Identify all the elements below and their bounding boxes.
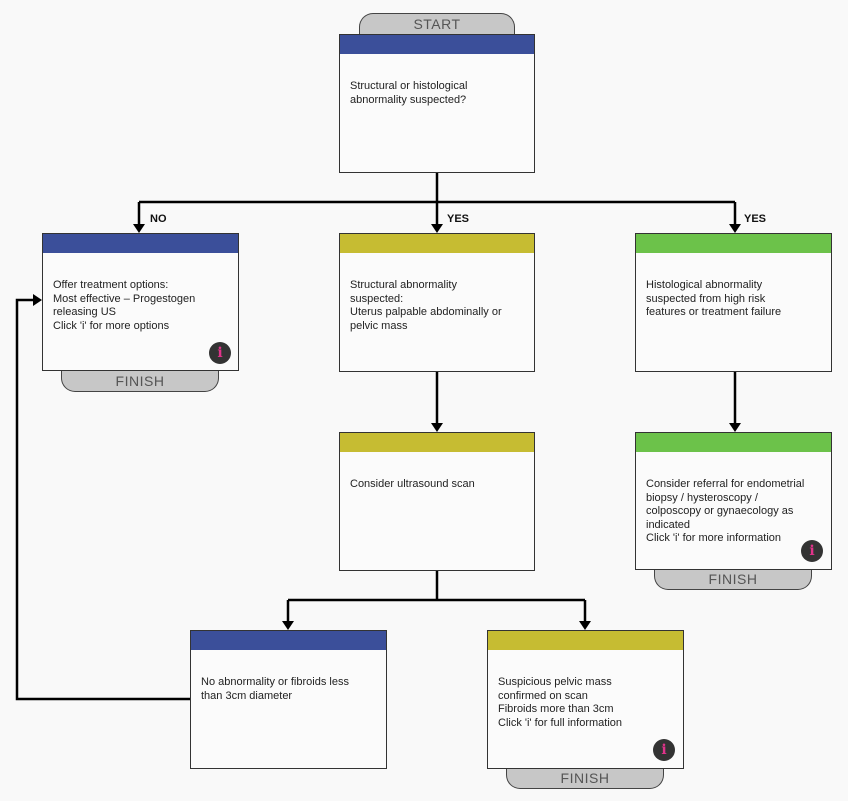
node-text: Consider referral for endometrial biopsy… — [646, 478, 805, 545]
finish-label: FINISH — [560, 770, 610, 786]
finish-label: FINISH — [115, 373, 165, 389]
arrowhead — [133, 224, 145, 233]
node-referral[interactable]: Consider referral for endometrial biopsy… — [635, 432, 832, 570]
arrowhead — [431, 224, 443, 233]
finish-tab: FINISH — [506, 765, 664, 789]
arrowhead — [282, 621, 294, 630]
edge-label-yes-histological: YES — [744, 213, 767, 225]
finish-label: FINISH — [708, 571, 758, 587]
info-icon[interactable]: i — [801, 540, 823, 562]
node-header-bar — [636, 234, 831, 253]
connector-loop-back — [15, 298, 190, 701]
node-suspicious-mass[interactable]: Suspicious pelvic mass confirmed on scan… — [487, 630, 684, 769]
node-header-bar — [488, 631, 683, 650]
edge-label-no: NO — [150, 213, 167, 225]
start-tab: START — [359, 13, 515, 37]
node-header-bar — [191, 631, 386, 650]
node-text: No abnormality or fibroids less than 3cm… — [201, 676, 349, 702]
start-label: START — [413, 16, 461, 32]
node-header-bar — [43, 234, 238, 253]
info-icon[interactable]: i — [209, 342, 231, 364]
node-header-bar — [340, 35, 534, 54]
info-icon[interactable]: i — [653, 739, 675, 761]
node-offer-treatment[interactable]: Offer treatment options: Most effective … — [42, 233, 239, 371]
node-text: Offer treatment options: Most effective … — [53, 279, 196, 332]
arrowhead — [729, 224, 741, 233]
arrowhead — [33, 294, 42, 306]
finish-tab: FINISH — [61, 368, 219, 392]
node-start-question[interactable]: Structural or histological abnormality s… — [339, 34, 535, 173]
node-header-bar — [340, 234, 534, 253]
node-header-bar — [636, 433, 831, 452]
node-header-bar — [340, 433, 534, 452]
node-text: Consider ultrasound scan — [350, 478, 475, 490]
node-no-abnormality[interactable]: No abnormality or fibroids less than 3cm… — [190, 630, 387, 769]
finish-tab: FINISH — [654, 566, 812, 590]
node-text: Structural abnormality suspected: Uterus… — [350, 279, 502, 332]
node-ultrasound[interactable]: Consider ultrasound scan — [339, 432, 535, 571]
node-histological[interactable]: Histological abnormality suspected from … — [635, 233, 832, 372]
arrowhead — [431, 423, 443, 432]
edge-label-yes-structural: YES — [447, 213, 470, 225]
node-text: Structural or histological abnormality s… — [350, 80, 468, 106]
node-text: Suspicious pelvic mass confirmed on scan… — [498, 676, 623, 729]
node-text: Histological abnormality suspected from … — [646, 279, 782, 319]
node-structural[interactable]: Structural abnormality suspected: Uterus… — [339, 233, 535, 372]
arrowhead — [729, 423, 741, 432]
arrowhead — [579, 621, 591, 630]
